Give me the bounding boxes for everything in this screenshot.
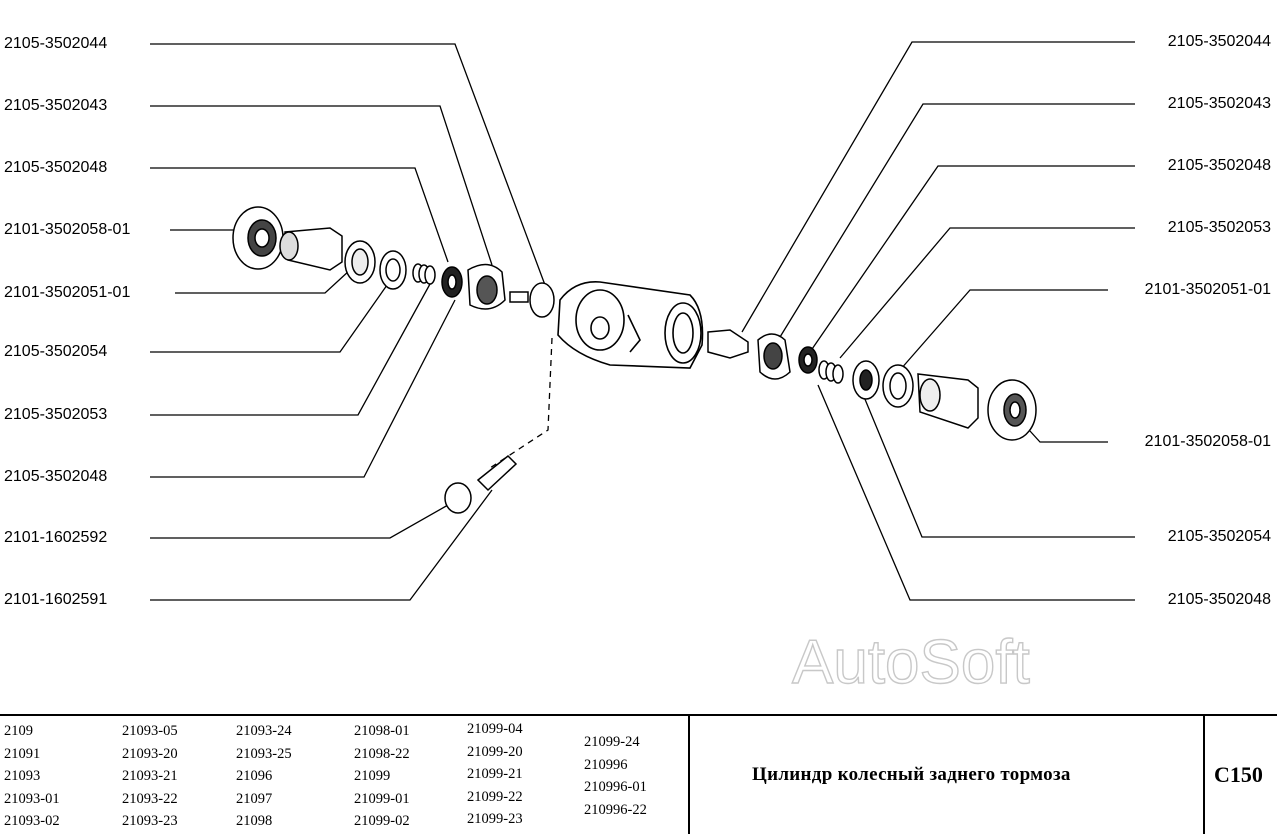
part-label: 2101-3502051-01 bbox=[4, 284, 131, 301]
model-item: 21093-23 bbox=[122, 813, 178, 830]
leader-line bbox=[150, 504, 449, 539]
model-item: 21096 bbox=[236, 768, 273, 785]
model-item: 21099-04 bbox=[467, 721, 523, 737]
part-label: 2105-3502048 bbox=[1167, 157, 1271, 174]
model-item: 21099-24 bbox=[584, 734, 640, 750]
watermark: AutoSoft bbox=[791, 627, 1030, 697]
model-item: 21099 bbox=[354, 768, 391, 785]
leader-line bbox=[779, 103, 1135, 338]
part-label: 2101-3502058-01 bbox=[4, 221, 131, 238]
model-item: 21093-02 bbox=[4, 813, 60, 830]
part-label: 2105-3502043 bbox=[1167, 95, 1271, 112]
leader-line bbox=[150, 167, 449, 263]
part-label: 2105-3502048 bbox=[1167, 591, 1271, 608]
model-item: 21093-24 bbox=[236, 723, 292, 739]
leader-line bbox=[150, 489, 493, 601]
model-item: 21093-25 bbox=[236, 745, 292, 762]
model-item: 210996-01 bbox=[584, 779, 647, 796]
model-item: 21093-05 bbox=[122, 723, 178, 739]
model-item: 21091 bbox=[4, 745, 41, 762]
leader-line bbox=[150, 43, 546, 286]
model-list: 21099-04 21099-20 21099-21 21099-22 2109… bbox=[467, 718, 523, 831]
model-item: 21099-22 bbox=[467, 788, 523, 805]
leader-line bbox=[899, 289, 1108, 371]
dashed-link bbox=[489, 337, 553, 469]
model-list: 21093-05 21093-20 21093-21 21093-22 2109… bbox=[122, 720, 178, 833]
bleeder-cap bbox=[444, 482, 472, 514]
part-label: 2105-3502053 bbox=[4, 406, 108, 423]
model-list: 21093-24 21093-25 21096 21097 21098 bbox=[236, 720, 292, 833]
leader-line bbox=[817, 384, 1135, 601]
cap-top bbox=[529, 282, 555, 318]
part-label: 2105-3502054 bbox=[1167, 528, 1271, 545]
model-list: 2109 21091 21093 21093-01 21093-02 bbox=[4, 720, 60, 833]
model-item: 21098 bbox=[236, 813, 273, 830]
leader-line bbox=[809, 165, 1135, 353]
part-label: 2105-3502044 bbox=[4, 35, 108, 52]
leader-line bbox=[150, 299, 456, 478]
bleeder-valve bbox=[476, 454, 518, 492]
leader-line bbox=[150, 105, 493, 266]
part-label: 2105-3502053 bbox=[1167, 219, 1271, 236]
model-item: 21098-01 bbox=[354, 723, 410, 739]
leader-line bbox=[861, 391, 1135, 538]
diagram-drawing bbox=[150, 41, 1135, 601]
part-label: 2105-3502048 bbox=[4, 468, 108, 485]
part-label: 2105-3502043 bbox=[4, 97, 108, 114]
model-item: 21093-20 bbox=[122, 745, 178, 762]
model-item: 21099-21 bbox=[467, 766, 523, 783]
model-item: 210996 bbox=[584, 756, 628, 773]
bleed-screw-right bbox=[707, 329, 749, 359]
leader-line bbox=[741, 41, 1135, 333]
model-list: 21099-24 210996 210996-01 210996-22 bbox=[584, 731, 647, 821]
model-item: 21099-20 bbox=[467, 743, 523, 760]
divider bbox=[688, 716, 690, 834]
model-list: 21098-01 21098-22 21099 21099-01 21099-0… bbox=[354, 720, 410, 833]
model-item: 21093-01 bbox=[4, 790, 60, 807]
model-item: 210996-22 bbox=[584, 801, 647, 818]
spring-left bbox=[412, 263, 436, 285]
spring-right bbox=[818, 360, 844, 384]
model-item: 21093 bbox=[4, 768, 41, 785]
part-label: 2101-1602591 bbox=[4, 591, 108, 608]
leader-line bbox=[150, 277, 393, 353]
bleed-screw-top bbox=[509, 291, 529, 303]
model-item: 21093-21 bbox=[122, 768, 178, 785]
model-item: 21097 bbox=[236, 790, 273, 807]
page-title: Цилиндр колесный заднего тормоза bbox=[752, 764, 1071, 785]
part-label: 2101-3502058-01 bbox=[1144, 433, 1271, 450]
model-item: 21093-22 bbox=[122, 790, 178, 807]
divider bbox=[1203, 716, 1205, 834]
model-item: 21099-01 bbox=[354, 790, 410, 807]
page-code: C150 bbox=[1214, 762, 1263, 787]
model-item: 21099-02 bbox=[354, 813, 410, 830]
title-block: 2109 21091 21093 21093-01 21093-02 21093… bbox=[0, 714, 1277, 834]
part-label: 2105-3502054 bbox=[4, 343, 108, 360]
leader-line bbox=[150, 283, 431, 416]
model-item: 21099-23 bbox=[467, 811, 523, 828]
part-label: 2105-3502048 bbox=[4, 159, 108, 176]
leader-line bbox=[839, 227, 1135, 359]
part-label: 2101-3502051-01 bbox=[1144, 281, 1271, 298]
exploded-parts-diagram: 2105-3502044 2105-3502043 2105-3502048 2… bbox=[4, 33, 1271, 698]
model-item: 2109 bbox=[4, 723, 33, 739]
part-label: 2101-1602592 bbox=[4, 529, 108, 546]
part-label: 2105-3502044 bbox=[1167, 33, 1271, 50]
model-item: 21098-22 bbox=[354, 745, 410, 762]
leader-line bbox=[175, 269, 351, 294]
